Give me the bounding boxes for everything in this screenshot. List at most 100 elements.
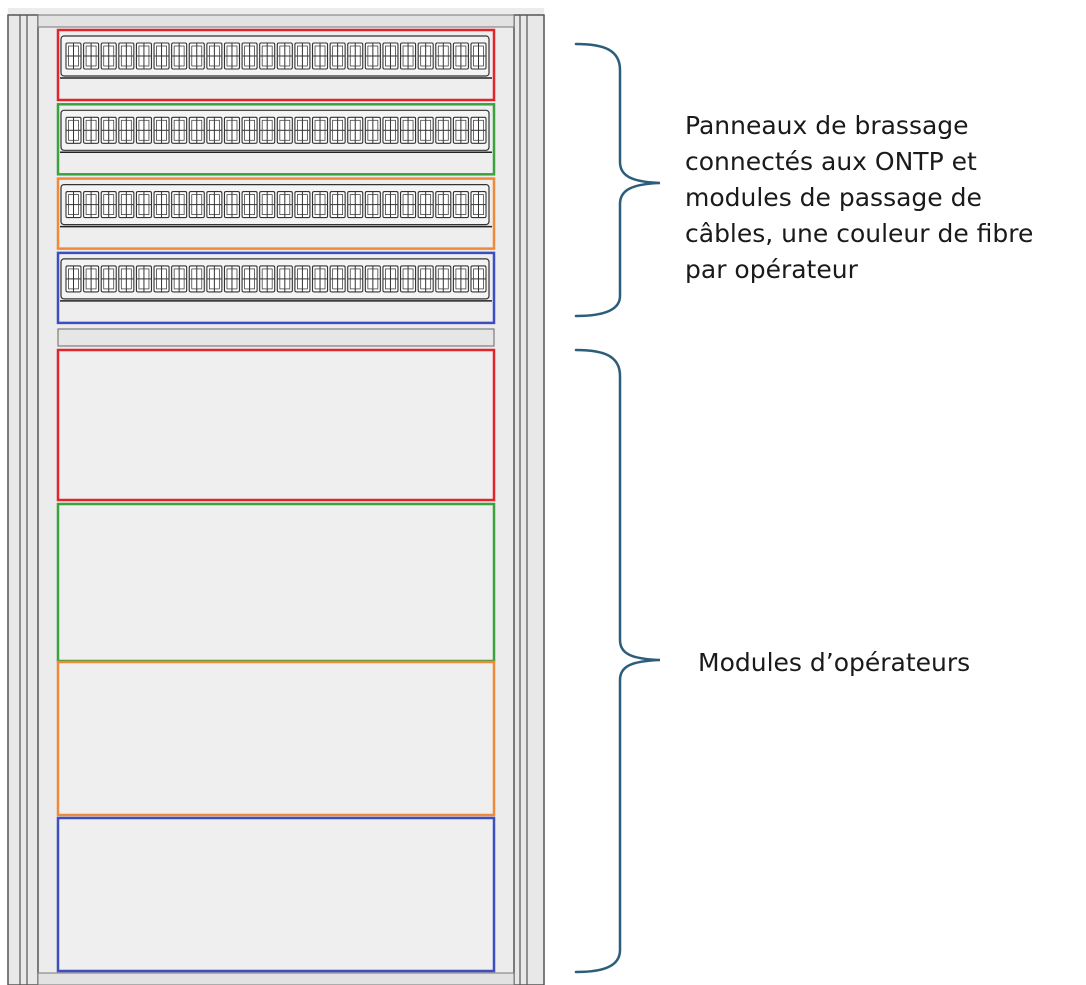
patch-port — [65, 42, 82, 70]
patch-port — [171, 42, 188, 70]
patch-port — [153, 42, 170, 70]
patch-port — [329, 42, 346, 70]
patch-port — [470, 191, 487, 219]
patch-port — [382, 265, 399, 293]
patch-port — [223, 265, 241, 293]
patch-port — [188, 265, 205, 293]
patch-port — [276, 116, 293, 144]
patch-panels-label-line: modules de passage de — [685, 183, 982, 212]
patch-port — [259, 265, 276, 293]
patch-port — [294, 42, 311, 70]
patch-port — [223, 191, 241, 219]
rack-filler-strip — [57, 328, 495, 347]
patch-port — [382, 42, 399, 70]
patch-port — [400, 42, 417, 70]
patch-port — [153, 191, 170, 219]
patch-port — [294, 191, 311, 219]
patch-port — [188, 191, 205, 219]
patch-port — [311, 42, 329, 70]
patch-port — [206, 191, 223, 219]
patch-port — [153, 116, 170, 144]
patch-port — [100, 42, 117, 70]
operator-module-orange — [56, 660, 496, 817]
patch-port — [241, 116, 258, 144]
patch-port — [118, 42, 135, 70]
patch-port — [400, 191, 417, 219]
patch-port — [171, 191, 188, 219]
operator-modules — [56, 348, 496, 973]
patch-port — [294, 265, 311, 293]
patch-port — [100, 265, 117, 293]
patch-port — [347, 116, 364, 144]
patch-port — [435, 42, 452, 70]
patch-port — [276, 191, 293, 219]
operator-module-blue — [56, 816, 496, 973]
patch-port — [470, 265, 487, 293]
operator-modules-label: Modules d’opérateurs — [698, 648, 971, 677]
patch-port — [206, 42, 223, 70]
patch-port — [382, 191, 399, 219]
patch-panels-label-line: Panneaux de brassage — [685, 111, 969, 140]
patch-port — [435, 191, 452, 219]
patch-port — [311, 191, 329, 219]
patch-port — [294, 116, 311, 144]
patch-port — [452, 191, 469, 219]
patch-port — [364, 191, 381, 219]
patch-port — [188, 116, 205, 144]
patch-panel-green — [56, 103, 496, 176]
patch-port — [65, 265, 82, 293]
operator-module-green — [56, 502, 496, 663]
patch-port — [470, 42, 487, 70]
patch-port — [347, 42, 364, 70]
patch-port — [364, 116, 381, 144]
brace-patch-panels — [574, 42, 661, 318]
patch-port — [83, 42, 100, 70]
patch-panels-label-line: par opérateur — [685, 255, 858, 284]
patch-port — [276, 265, 293, 293]
patch-port — [223, 42, 241, 70]
patch-panel-blue — [56, 251, 496, 325]
patch-panel-red — [56, 28, 496, 102]
patch-port — [259, 42, 276, 70]
patch-port — [347, 191, 364, 219]
patch-panels-label-line: câbles, une couleur de fibre — [685, 219, 1034, 248]
patch-port — [188, 42, 205, 70]
rack-left-post — [7, 14, 39, 985]
patch-panels-label-line: connectés aux ONTP et — [685, 147, 977, 176]
patch-port — [223, 116, 241, 144]
rack-bottom-bar — [37, 972, 515, 985]
patch-port — [65, 116, 82, 144]
patch-port — [400, 265, 417, 293]
patch-port — [171, 265, 188, 293]
patch-port — [329, 265, 346, 293]
patch-port — [118, 191, 135, 219]
patch-port — [276, 42, 293, 70]
rack-top-bar — [37, 14, 515, 28]
rack-right-post — [513, 14, 545, 985]
patch-port — [417, 191, 434, 219]
patch-panels-label: Panneaux de brassage connectés aux ONTP … — [685, 108, 1033, 288]
patch-port — [206, 116, 223, 144]
patch-port — [100, 191, 117, 219]
patch-port — [347, 265, 364, 293]
patch-port — [206, 265, 223, 293]
patch-port — [153, 265, 170, 293]
patch-port — [171, 116, 188, 144]
patch-port — [382, 116, 399, 144]
patch-port — [241, 191, 258, 219]
patch-panel-orange — [56, 177, 496, 250]
patch-port — [135, 42, 152, 70]
patch-port — [417, 116, 434, 144]
patch-port — [435, 116, 452, 144]
patch-port — [435, 265, 452, 293]
patch-port — [83, 265, 100, 293]
operator-module-red — [56, 348, 496, 502]
patch-port — [364, 42, 381, 70]
patch-port — [452, 116, 469, 144]
patch-port — [241, 42, 258, 70]
patch-port — [329, 116, 346, 144]
patch-port — [100, 116, 117, 144]
patch-port — [452, 42, 469, 70]
patch-port — [470, 116, 487, 144]
